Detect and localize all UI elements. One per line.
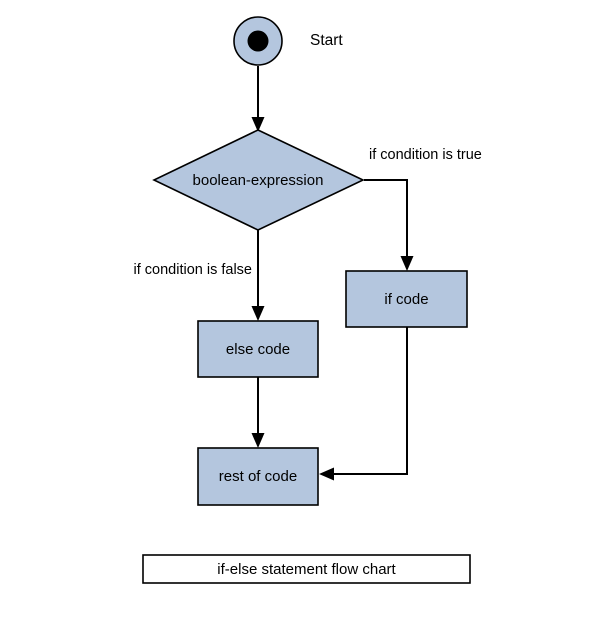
decision-label: boolean-expression xyxy=(193,172,324,189)
edge-label-true-branch: if condition is true xyxy=(369,147,482,163)
edge-false-branch xyxy=(251,230,265,321)
node-decision[interactable]: boolean-expression xyxy=(152,129,365,231)
arrow-head-icon xyxy=(319,467,334,481)
caption-text: if-else statement flow chart xyxy=(217,561,396,578)
if-code-box-shape xyxy=(345,270,468,328)
start-node-inner-dot xyxy=(247,30,269,52)
rest-of-code-label: rest of code xyxy=(219,468,297,485)
decision-diamond-shape xyxy=(152,129,365,231)
arrow-head-icon xyxy=(400,256,414,271)
arrow-head-icon xyxy=(251,117,265,132)
caption-container: if-else statement flow chart xyxy=(142,554,471,584)
else-code-box-shape xyxy=(197,320,319,378)
edge-else-to-rest xyxy=(251,377,265,448)
caption-box-shape xyxy=(142,554,471,584)
node-rest-of-code[interactable]: rest of code xyxy=(197,447,319,506)
node-else-code[interactable]: else code xyxy=(197,320,319,378)
edge-label-false-branch: if condition is false xyxy=(134,262,252,278)
start-node-label: Start xyxy=(310,32,343,49)
if-code-label: if code xyxy=(384,291,428,308)
arrow-head-icon xyxy=(251,433,265,448)
node-if-code[interactable]: if code xyxy=(345,270,468,328)
node-start[interactable] xyxy=(233,16,283,66)
edge-true-branch xyxy=(364,179,414,271)
edge-start-to-decision xyxy=(251,66,265,132)
else-code-label: else code xyxy=(226,341,290,358)
rest-of-code-box-shape xyxy=(197,447,319,506)
arrow-head-icon xyxy=(251,306,265,321)
edge-if-to-rest xyxy=(319,327,408,481)
